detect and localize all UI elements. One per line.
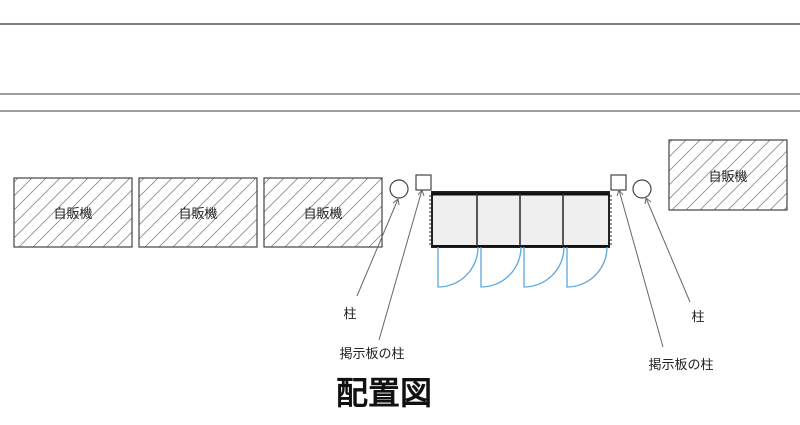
vending-machine-2: 自販機 — [138, 177, 258, 248]
vending-machine-1: 自販機 — [13, 177, 133, 248]
board-pillar-label-right: 掲示板の柱 — [648, 357, 713, 373]
booth-unit — [429, 191, 612, 248]
vending-machine-label: 自販機 — [708, 170, 747, 185]
board-pillar-right — [610, 174, 627, 191]
door-swings — [437, 246, 608, 288]
leader-lines — [356, 189, 691, 348]
door-swing-3 — [523, 246, 565, 288]
pillar-left — [389, 179, 409, 199]
board-pillar-label-left: 掲示板の柱 — [339, 346, 404, 362]
door-swing-2 — [480, 246, 522, 288]
door-swing-4 — [566, 246, 608, 288]
vending-machine-label: 自販機 — [178, 207, 217, 222]
vending-machine-label: 自販機 — [53, 207, 92, 222]
pillar-label-right: 柱 — [691, 310, 704, 325]
pillar-right — [632, 179, 652, 199]
vending-machine-label: 自販機 — [303, 207, 342, 222]
door-swing-1 — [437, 246, 479, 288]
vending-machine-3: 自販機 — [263, 177, 383, 248]
vending-machine-4: 自販機 — [668, 139, 788, 211]
diagram-title: 配置図 — [336, 374, 432, 412]
board-pillar-left — [415, 174, 432, 191]
pillar-label-left: 柱 — [343, 307, 356, 322]
